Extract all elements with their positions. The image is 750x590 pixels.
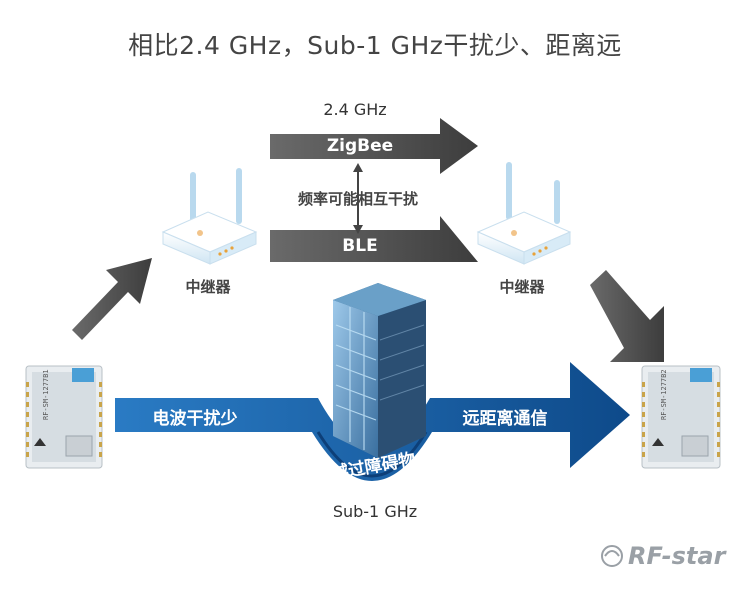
left-diagonal-arrow — [72, 258, 152, 340]
right-repeater-router — [476, 162, 572, 265]
blue-main-arrow — [115, 362, 630, 481]
right-rf-module: RF-SM-1277B2 — [641, 365, 721, 469]
low-interference-label: 电波干扰少 — [152, 409, 238, 429]
left-repeater-router — [161, 168, 258, 265]
ble-label: BLE — [342, 236, 378, 256]
svg-text:RF-SM-1277B1: RF-SM-1277B1 — [42, 369, 50, 420]
right-repeater-label: 中继器 — [499, 278, 545, 296]
logo-text: RF-star — [628, 542, 726, 570]
rf-star-logo — [601, 545, 623, 567]
freq-label-sub1ghz: Sub-1 GHz — [332, 502, 418, 521]
diagram-title: 相比2.4 GHz，Sub-1 GHz干扰少、距离远 — [128, 31, 622, 60]
long-distance-label: 远距离通信 — [462, 409, 548, 429]
building-image — [333, 283, 426, 458]
interference-double-arrow — [353, 163, 363, 234]
ble-arrow — [270, 216, 478, 262]
zigbee-arrow — [270, 118, 478, 174]
left-rf-module: RF-SM-1277B1 — [25, 365, 103, 469]
zigbee-label: ZigBee — [326, 136, 394, 156]
freq-label-2-4ghz: 2.4 GHz — [323, 100, 387, 119]
left-repeater-label: 中继器 — [185, 278, 231, 296]
interference-label: 频率可能相互干扰 — [297, 190, 418, 208]
right-diagonal-arrow — [590, 270, 664, 362]
svg-text:RF-SM-1277B2: RF-SM-1277B2 — [660, 369, 668, 420]
